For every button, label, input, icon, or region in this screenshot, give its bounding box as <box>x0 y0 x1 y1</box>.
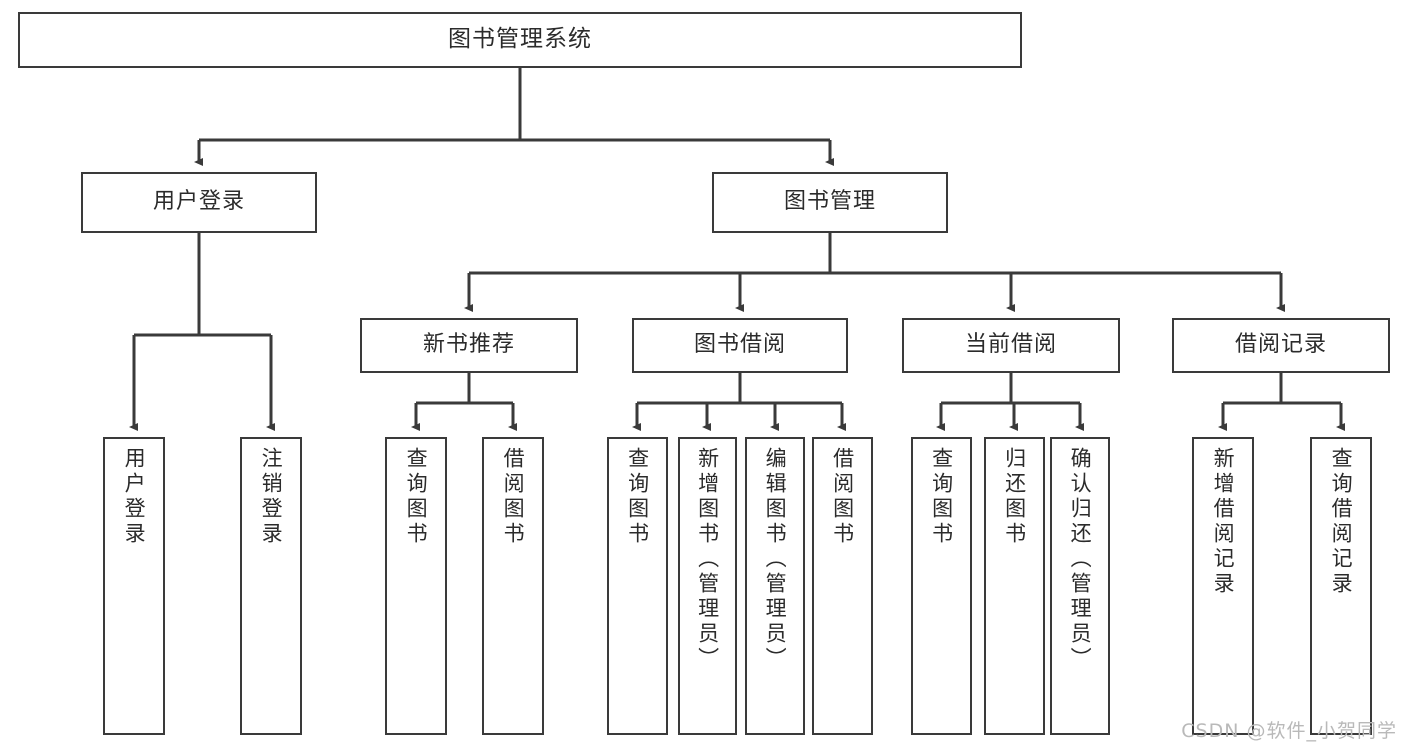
node-leaf-borrow-book-rec-label: 借阅图书 <box>501 447 526 547</box>
node-leaf-confirm-return[interactable]: 确认归还（管理员） <box>1050 437 1110 735</box>
watermark: CSDN @软件_小贺同学 <box>1181 720 1397 742</box>
node-user-login[interactable]: 用户登录 <box>81 172 317 233</box>
node-root[interactable]: 图书管理系统 <box>18 12 1022 68</box>
node-root-label: 图书管理系统 <box>448 26 592 53</box>
node-book-borrow-label: 图书借阅 <box>693 332 786 358</box>
node-leaf-query-book-rec-label: 查询图书 <box>404 447 429 547</box>
node-leaf-edit-book-label: 编辑图书（管理员） <box>763 447 788 672</box>
node-leaf-query-book-rec[interactable]: 查询图书 <box>385 437 447 735</box>
node-borrow-record[interactable]: 借阅记录 <box>1172 318 1390 373</box>
node-book-manage[interactable]: 图书管理 <box>712 172 948 233</box>
node-leaf-add-record-label: 新增借阅记录 <box>1211 447 1236 597</box>
node-leaf-query-book-borrow-label: 查询图书 <box>625 447 650 547</box>
node-borrow-record-label: 借阅记录 <box>1234 332 1327 358</box>
node-leaf-query-book-cur-label: 查询图书 <box>929 447 954 547</box>
node-book-borrow[interactable]: 图书借阅 <box>632 318 848 373</box>
node-leaf-add-book-label: 新增图书（管理员） <box>695 447 720 672</box>
node-leaf-add-record[interactable]: 新增借阅记录 <box>1192 437 1254 735</box>
node-leaf-user-login-label: 用户登录 <box>122 447 147 547</box>
node-leaf-user-login[interactable]: 用户登录 <box>103 437 165 735</box>
node-leaf-add-book[interactable]: 新增图书（管理员） <box>678 437 737 735</box>
node-leaf-confirm-return-label: 确认归还（管理员） <box>1068 447 1093 672</box>
node-book-manage-label: 图书管理 <box>783 189 876 215</box>
node-leaf-borrow-book[interactable]: 借阅图书 <box>812 437 873 735</box>
node-leaf-query-book-borrow[interactable]: 查询图书 <box>607 437 668 735</box>
node-leaf-query-book-cur[interactable]: 查询图书 <box>911 437 972 735</box>
node-user-login-label: 用户登录 <box>152 189 245 215</box>
node-leaf-edit-book[interactable]: 编辑图书（管理员） <box>745 437 805 735</box>
node-leaf-borrow-book-label: 借阅图书 <box>830 447 855 547</box>
node-current-borrow[interactable]: 当前借阅 <box>902 318 1120 373</box>
node-leaf-query-record[interactable]: 查询借阅记录 <box>1310 437 1372 735</box>
node-leaf-borrow-book-rec[interactable]: 借阅图书 <box>482 437 544 735</box>
node-leaf-query-record-label: 查询借阅记录 <box>1329 447 1354 597</box>
node-leaf-user-logout-label: 注销登录 <box>259 447 284 547</box>
node-leaf-user-logout[interactable]: 注销登录 <box>240 437 302 735</box>
node-new-book-recommend[interactable]: 新书推荐 <box>360 318 578 373</box>
node-new-book-recommend-label: 新书推荐 <box>422 332 515 358</box>
node-leaf-return-book-label: 归还图书 <box>1002 447 1027 547</box>
node-leaf-return-book[interactable]: 归还图书 <box>984 437 1045 735</box>
node-current-borrow-label: 当前借阅 <box>964 332 1057 358</box>
